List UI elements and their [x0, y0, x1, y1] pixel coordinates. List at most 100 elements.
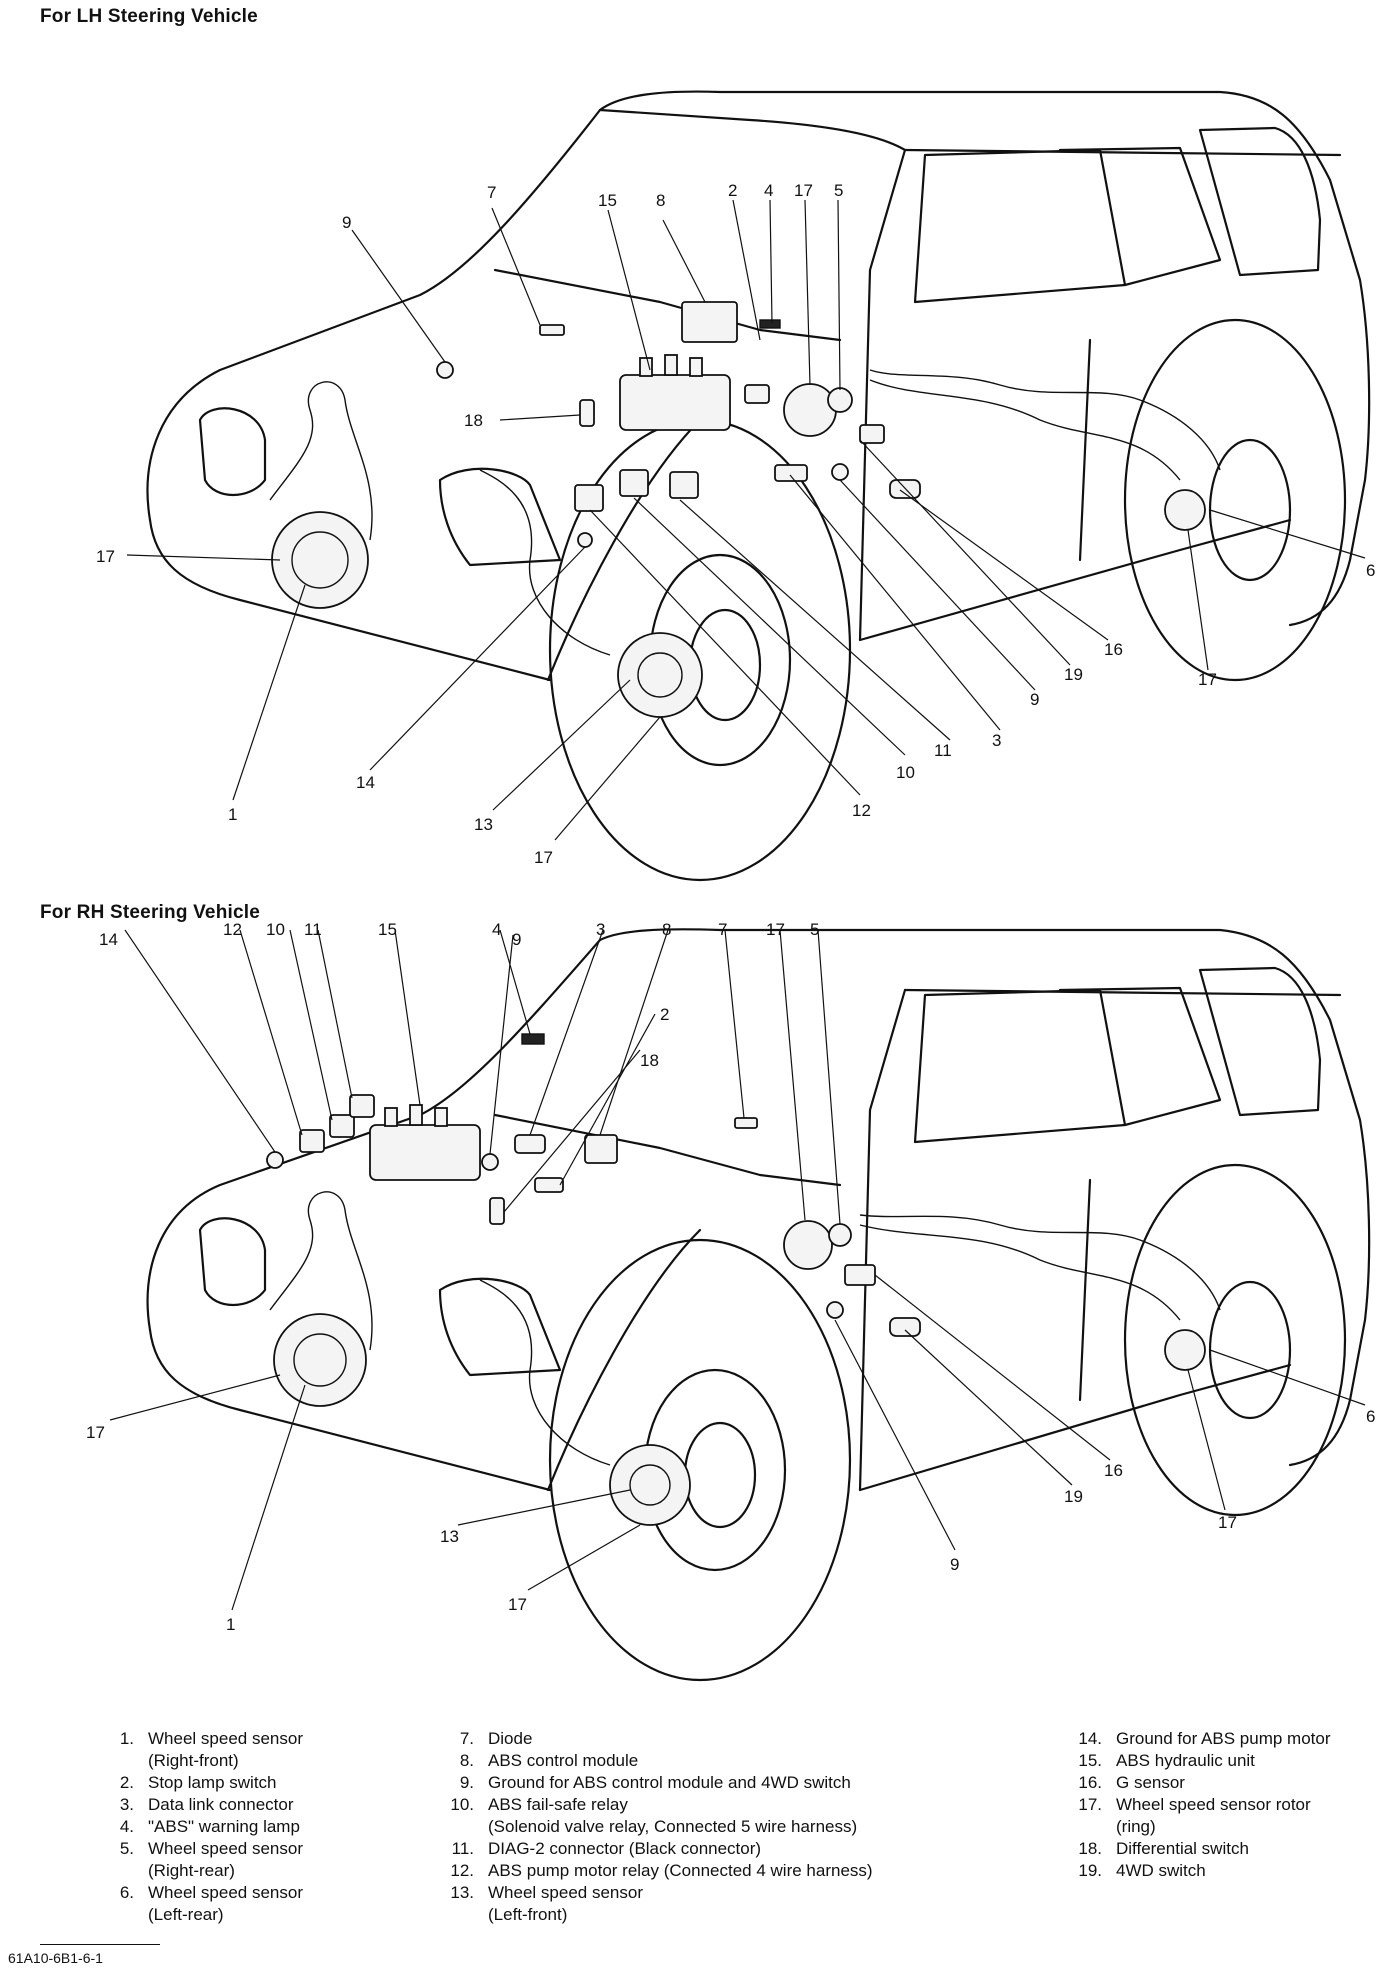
legend-item-number: 6.: [119, 1883, 134, 1902]
lh-label-14: 14: [356, 773, 375, 792]
legend-item: 2.Stop lamp switch: [96, 1772, 303, 1794]
legend-item-subtext: (Right-rear): [148, 1861, 235, 1880]
legend-item: 16.G sensor: [1064, 1772, 1331, 1794]
legend-item-subtext: (Left-front): [488, 1905, 568, 1924]
lh-label-9b: 9: [1030, 690, 1039, 709]
legend-item-text: ABS control module: [488, 1751, 639, 1770]
legend-item-number: 19.: [1078, 1861, 1102, 1880]
rh-label-16: 16: [1104, 1461, 1123, 1480]
legend-item-number: 5.: [119, 1839, 134, 1858]
legend-item-text: Diode: [488, 1729, 533, 1748]
legend-item-text: Wheel speed sensor: [148, 1883, 303, 1902]
lh-label-2: 2: [728, 181, 737, 200]
legend-item-text: Wheel speed sensor rotor: [1116, 1795, 1311, 1814]
legend-item: 17. Wheel speed sensor rotor: [1064, 1794, 1331, 1816]
legend-item-number: 9.: [459, 1773, 474, 1792]
legend-item: 9. Ground for ABS control module and 4WD …: [436, 1772, 873, 1794]
rh-vehicle-diagram: 1 17 14 12 10 11 15 4 3 8 7 17 5 9 2 18 …: [86, 920, 1375, 1682]
rh-label-14: 14: [99, 930, 118, 949]
legend-item: 10. ABS fail-safe relay: [436, 1794, 873, 1816]
legend-item-number: 1.: [119, 1729, 134, 1748]
legend-item-text: Wheel speed sensor: [148, 1729, 303, 1748]
lh-label-18: 18: [464, 411, 483, 430]
rh-label-10: 10: [266, 920, 285, 939]
rh-label-13: 13: [440, 1527, 459, 1546]
legend-item: 12.ABS pump motor relay (Connected 4 wir…: [436, 1860, 873, 1882]
lh-label-17a: 17: [96, 547, 115, 566]
rh-label-5: 5: [810, 920, 819, 939]
legend-item-text: Data link connector: [148, 1795, 294, 1814]
lh-label-11: 11: [934, 741, 952, 760]
rh-label-17b: 17: [766, 920, 785, 939]
lh-label-8: 8: [656, 191, 665, 210]
rh-label-7: 7: [718, 920, 727, 939]
rh-label-17d: 17: [508, 1595, 527, 1614]
lh-label-17d: 17: [534, 848, 553, 867]
lh-label-12: 12: [852, 801, 871, 820]
legend-item-number: 17.: [1078, 1795, 1102, 1814]
rh-label-19: 19: [1064, 1487, 1083, 1506]
legend-item-subtext: (ring): [1116, 1817, 1156, 1836]
legend-item: 6. Wheel speed sensor: [96, 1882, 303, 1904]
legend-item-text: Differential switch: [1116, 1839, 1249, 1858]
legend-item: 5. Wheel speed sensor: [96, 1838, 303, 1860]
rh-label-9b: 9: [950, 1555, 959, 1574]
legend-item-text: DIAG-2 connector (Black connector): [488, 1839, 762, 1858]
lh-label-19: 19: [1064, 665, 1083, 684]
legend-item: 19. 4WD switch: [1064, 1860, 1331, 1882]
lh-label-10: 10: [896, 763, 915, 782]
lh-label-17b: 17: [794, 181, 813, 200]
legend-item-subtext: (Solenoid valve relay, Connected 5 wire …: [488, 1817, 858, 1836]
legend-item-subtext: (Left-rear): [148, 1905, 224, 1924]
legend-item-text: "ABS" warning lamp: [148, 1817, 300, 1836]
rh-label-12: 12: [223, 920, 242, 939]
lh-heading: For LH Steering Vehicle: [40, 6, 258, 27]
legend-item-number: 16.: [1078, 1773, 1102, 1792]
legend-item-text: 4WD switch: [1116, 1861, 1206, 1880]
legend-item-number: 13.: [450, 1883, 474, 1902]
lh-label-15: 15: [598, 191, 617, 210]
legend-item-text: Wheel speed sensor: [488, 1883, 643, 1902]
rh-label-15: 15: [378, 920, 397, 939]
rh-label-2: 2: [660, 1005, 669, 1024]
lh-label-9a: 9: [342, 213, 351, 232]
lh-label-1: 1: [228, 805, 237, 824]
legend-item: 7. Diode: [436, 1728, 873, 1750]
rh-heading: For RH Steering Vehicle: [40, 902, 260, 923]
legend-item: 14.Ground for ABS pump motor: [1064, 1728, 1331, 1750]
legend-item-number: 8.: [459, 1751, 474, 1770]
legend-item-number: 3.: [119, 1795, 134, 1814]
legend-column-1: 1. Wheel speed sensor (Right-front) 2.Stop …: [96, 1728, 303, 1926]
legend-item-text: Ground for ABS control module and 4WD sw…: [488, 1773, 851, 1792]
rh-label-3: 3: [596, 920, 605, 939]
legend-item-text: ABS hydraulic unit: [1116, 1751, 1255, 1770]
rh-label-18: 18: [640, 1051, 659, 1070]
legend-item-number: 10.: [450, 1795, 474, 1814]
legend-item-number: 7.: [459, 1729, 474, 1748]
rh-label-1: 1: [226, 1615, 235, 1634]
legend-item-text: ABS fail-safe relay: [488, 1795, 628, 1814]
legend-item-subtext: (Right-front): [148, 1751, 239, 1770]
rh-label-17c: 17: [1218, 1513, 1237, 1532]
rh-label-6: 6: [1366, 1407, 1375, 1426]
legend-item-text: Wheel speed sensor: [148, 1839, 303, 1858]
lh-label-5: 5: [834, 181, 843, 200]
rh-label-4: 4: [492, 920, 501, 939]
legend-item: 18.Differential switch: [1064, 1838, 1331, 1860]
legend-item-text: ABS pump motor relay (Connected 4 wire h…: [488, 1861, 873, 1880]
legend-item-number: 2.: [119, 1773, 134, 1792]
rh-label-9a: 9: [512, 930, 521, 949]
legend-item: 1. Wheel speed sensor: [96, 1728, 303, 1750]
rh-label-8: 8: [662, 920, 671, 939]
legend-item-text: Ground for ABS pump motor: [1116, 1729, 1331, 1748]
legend-item-number: 11.: [451, 1839, 474, 1858]
legend-item: 4."ABS" warning lamp: [96, 1816, 303, 1838]
lh-label-13: 13: [474, 815, 493, 834]
lh-label-3: 3: [992, 731, 1001, 750]
legend-item: 11. DIAG-2 connector (Black connector): [436, 1838, 873, 1860]
figure-code: 61A10-6B1-6-1: [8, 1950, 103, 1966]
lh-label-16: 16: [1104, 640, 1123, 659]
legend-item: 8. ABS control module: [436, 1750, 873, 1772]
lh-vehicle-diagram: 1 17 7 9 18 15 8 2 4 17 5 6 17 16 19 9 3…: [96, 90, 1375, 882]
